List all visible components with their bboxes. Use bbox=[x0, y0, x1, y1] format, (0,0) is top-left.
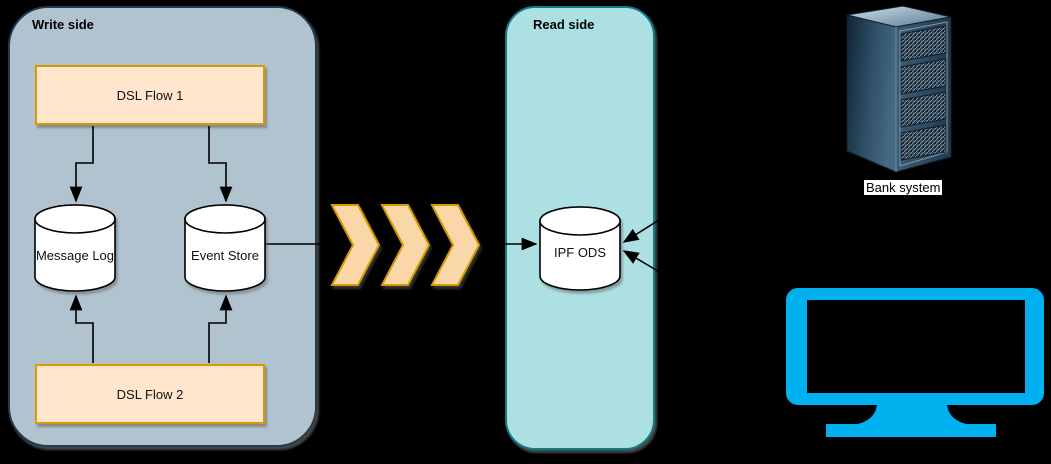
chevron-icon bbox=[380, 204, 431, 286]
edge-dslflow2-eventstore bbox=[208, 294, 233, 363]
chevron-icon bbox=[330, 204, 381, 286]
dsl-flow-1-label: DSL Flow 1 bbox=[116, 87, 184, 103]
ipf-ods-node bbox=[539, 206, 621, 291]
read-side-label: Read side bbox=[533, 17, 595, 32]
edge-dslflow1-eventstore bbox=[208, 126, 233, 203]
chevron-icon bbox=[430, 204, 481, 286]
edge-dslflow2-messagelog bbox=[69, 294, 94, 363]
monitor-display-icon bbox=[786, 288, 1044, 437]
connector-edges bbox=[69, 94, 859, 363]
event-store-node bbox=[184, 204, 266, 292]
ipf-ods-label: IPF ODS bbox=[553, 245, 606, 260]
edge-dslflow1-messagelog bbox=[69, 126, 94, 203]
dsl-flow-2-node: DSL Flow 2 bbox=[35, 364, 265, 424]
bank-system-label: Bank system bbox=[864, 180, 943, 195]
edge-banksystem-ipfods bbox=[622, 94, 859, 243]
edge-monitor-ipfods bbox=[622, 250, 801, 356]
dsl-flow-2-label: DSL Flow 2 bbox=[116, 386, 184, 402]
server-rack-icon bbox=[846, 5, 952, 173]
message-log-label: Message Log bbox=[35, 248, 115, 263]
message-log-node bbox=[34, 204, 116, 292]
dsl-flow-1-node: DSL Flow 1 bbox=[35, 65, 265, 125]
triple-chevron-right-icon bbox=[330, 204, 481, 286]
database-cylinders bbox=[34, 204, 621, 292]
write-side-label: Write side bbox=[32, 17, 94, 32]
event-store-label: Event Store bbox=[191, 248, 259, 263]
